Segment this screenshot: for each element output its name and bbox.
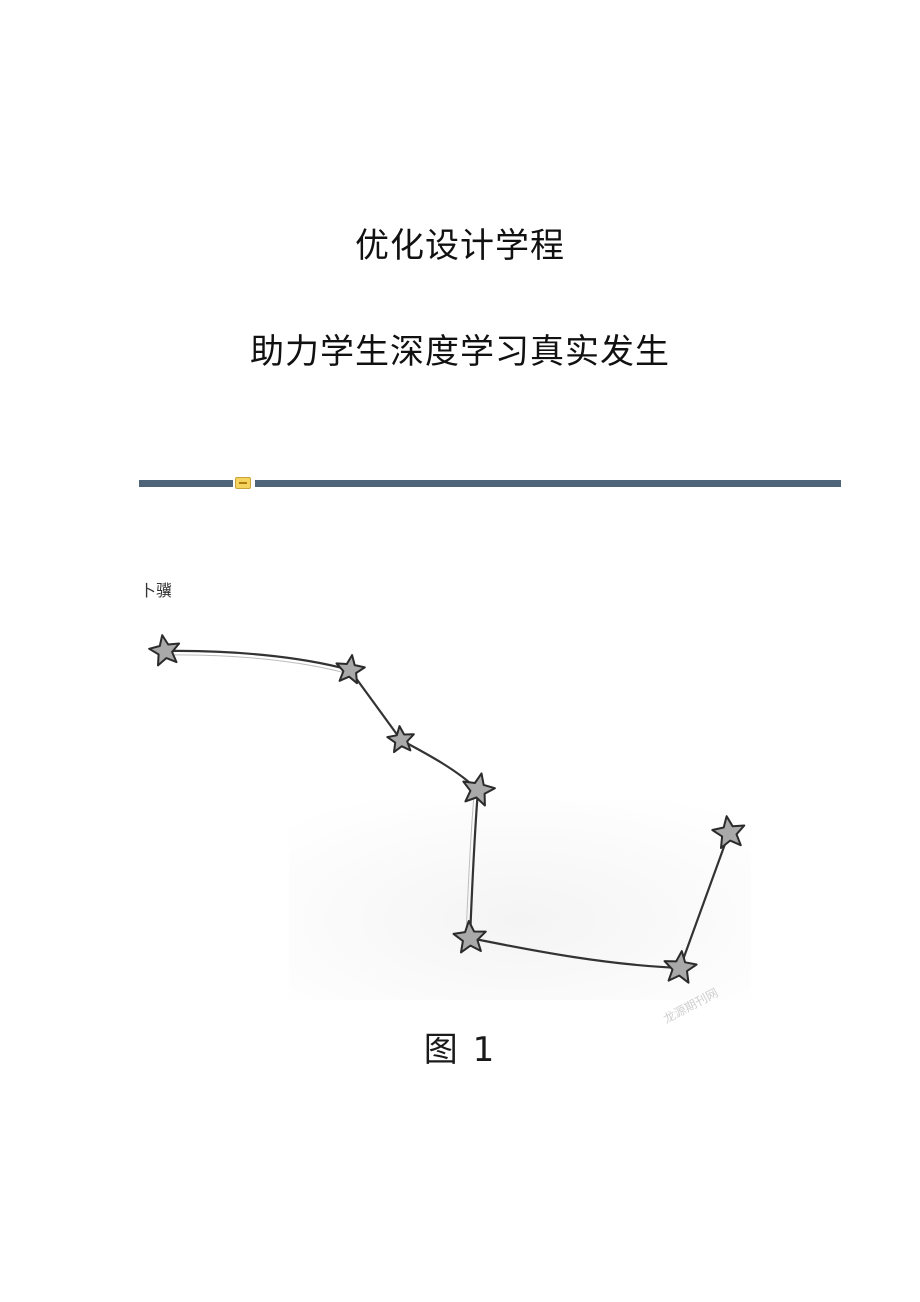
constellation-line [468,936,682,970]
constellation-line [678,831,731,970]
star-icon [462,772,496,807]
constellation-line [468,788,480,940]
document-title-line-2: 助力学生深度学习真实发生 [250,332,670,372]
star-icon [335,654,366,685]
star-icon [148,634,181,667]
divider-badge-icon [235,477,251,489]
figure-label: 图 1 [423,1030,497,1070]
constellation-line [163,649,352,672]
figure-constellation-image [139,620,751,1000]
constellation-lines-shadow [166,654,475,937]
constellation-stars [148,634,746,984]
divider-bar-left [139,480,233,487]
divider-bar-right [255,480,841,487]
constellation-line [348,668,403,742]
star-icon [452,920,487,954]
document-title-line-1: 优化设计学程 [355,226,565,266]
star-icon [663,950,698,984]
constellation-drawing [148,634,751,1000]
star-icon [711,815,746,849]
section-divider [139,477,841,489]
star-icon [386,725,415,754]
figure-caption-top: 卜骥 [140,581,173,600]
constellation-lines [163,649,731,970]
